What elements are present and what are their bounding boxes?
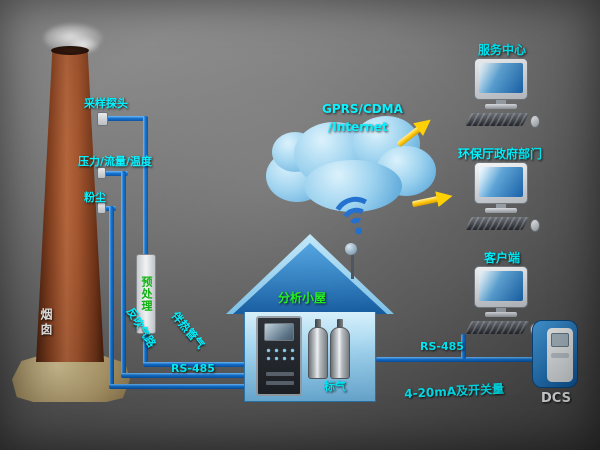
sensor-pipe (104, 171, 128, 176)
monitor-screen (479, 167, 523, 197)
analyzer-buttons (266, 348, 296, 364)
mouse (530, 115, 540, 128)
sensor-pipe (121, 171, 126, 378)
monitor-screen (479, 271, 523, 301)
antenna-ball (345, 243, 357, 255)
computer-service-center (464, 58, 544, 130)
computer-epa-gov (464, 162, 544, 234)
arrow-head (435, 188, 455, 207)
mouse (530, 219, 540, 232)
pretreatment-unit: 预处理 (136, 254, 156, 334)
heated-line-label: 伴热管气 (168, 309, 208, 352)
rs485-bus (376, 357, 534, 362)
dust-port (97, 202, 106, 214)
terminal-label-epa-gov: 环保厅政府部门 (458, 147, 543, 161)
cloud-puff (304, 160, 402, 212)
monitor-stand (496, 204, 506, 209)
gas-cylinder (330, 327, 350, 379)
cylinder-valve (337, 319, 343, 328)
chimney-label: 烟囱 (39, 308, 53, 338)
analog-signal-label: 4-20mA及开关量 (403, 381, 505, 401)
cylinder-valve (315, 319, 321, 328)
monitor-base (485, 208, 517, 213)
monitor-base (485, 312, 517, 317)
analyzer-vent (266, 372, 294, 376)
gas-cylinder (308, 327, 328, 379)
terminal-label-service-center: 服务中心 (478, 43, 527, 57)
dust-label: 粉尘 (84, 191, 106, 204)
rs485-drop (461, 334, 466, 359)
dcs-label: DCS (541, 391, 571, 406)
standard-gas-label: 标气 (324, 380, 346, 393)
antenna-pole (351, 253, 354, 279)
network-cloud (266, 112, 438, 216)
monitor-stand (496, 100, 506, 105)
monitor (474, 58, 528, 100)
sample-pipe (143, 362, 248, 367)
analyzer-screen (264, 323, 294, 341)
monitor (474, 162, 528, 204)
sensor-pipe (121, 373, 248, 378)
terminal-label-client: 客户端 (484, 251, 521, 265)
keyboard (464, 217, 530, 230)
dust-pipe (109, 206, 114, 389)
rs485-left-label: RS-485 (171, 362, 215, 375)
sample-pipe (143, 116, 148, 367)
keyboard (464, 321, 530, 334)
monitor-base (485, 104, 517, 109)
sample-pipe (104, 116, 148, 121)
keyboard (464, 113, 530, 126)
monitor (474, 266, 528, 308)
pressure-flow-temp-label: 压力/流量/温度 (78, 155, 153, 168)
monitor-stand (496, 308, 506, 313)
chimney-opening (51, 46, 89, 55)
sampling-probe-label: 采样探头 (84, 97, 128, 110)
cabin-label: 分析小屋 (278, 291, 327, 305)
dcs-window (551, 333, 569, 347)
dcs-slot (551, 353, 569, 358)
dcs-panel (547, 328, 573, 382)
monitor-screen (479, 63, 523, 93)
rs485-right-label: RS-485 (420, 340, 464, 353)
dust-pipe (109, 384, 248, 389)
network-label-line2: /Internet (328, 120, 388, 134)
network-label-line1: GPRS/CDMA (322, 102, 403, 116)
dcs-device (532, 320, 578, 388)
pressure-flow-temp-port (97, 167, 106, 179)
sampling-probe-port (97, 112, 108, 126)
analyzer-vent (266, 381, 294, 385)
analyzer-cabinet (256, 316, 302, 396)
pretreatment-label: 预处理 (140, 276, 153, 312)
arrow-shaft (411, 195, 440, 208)
